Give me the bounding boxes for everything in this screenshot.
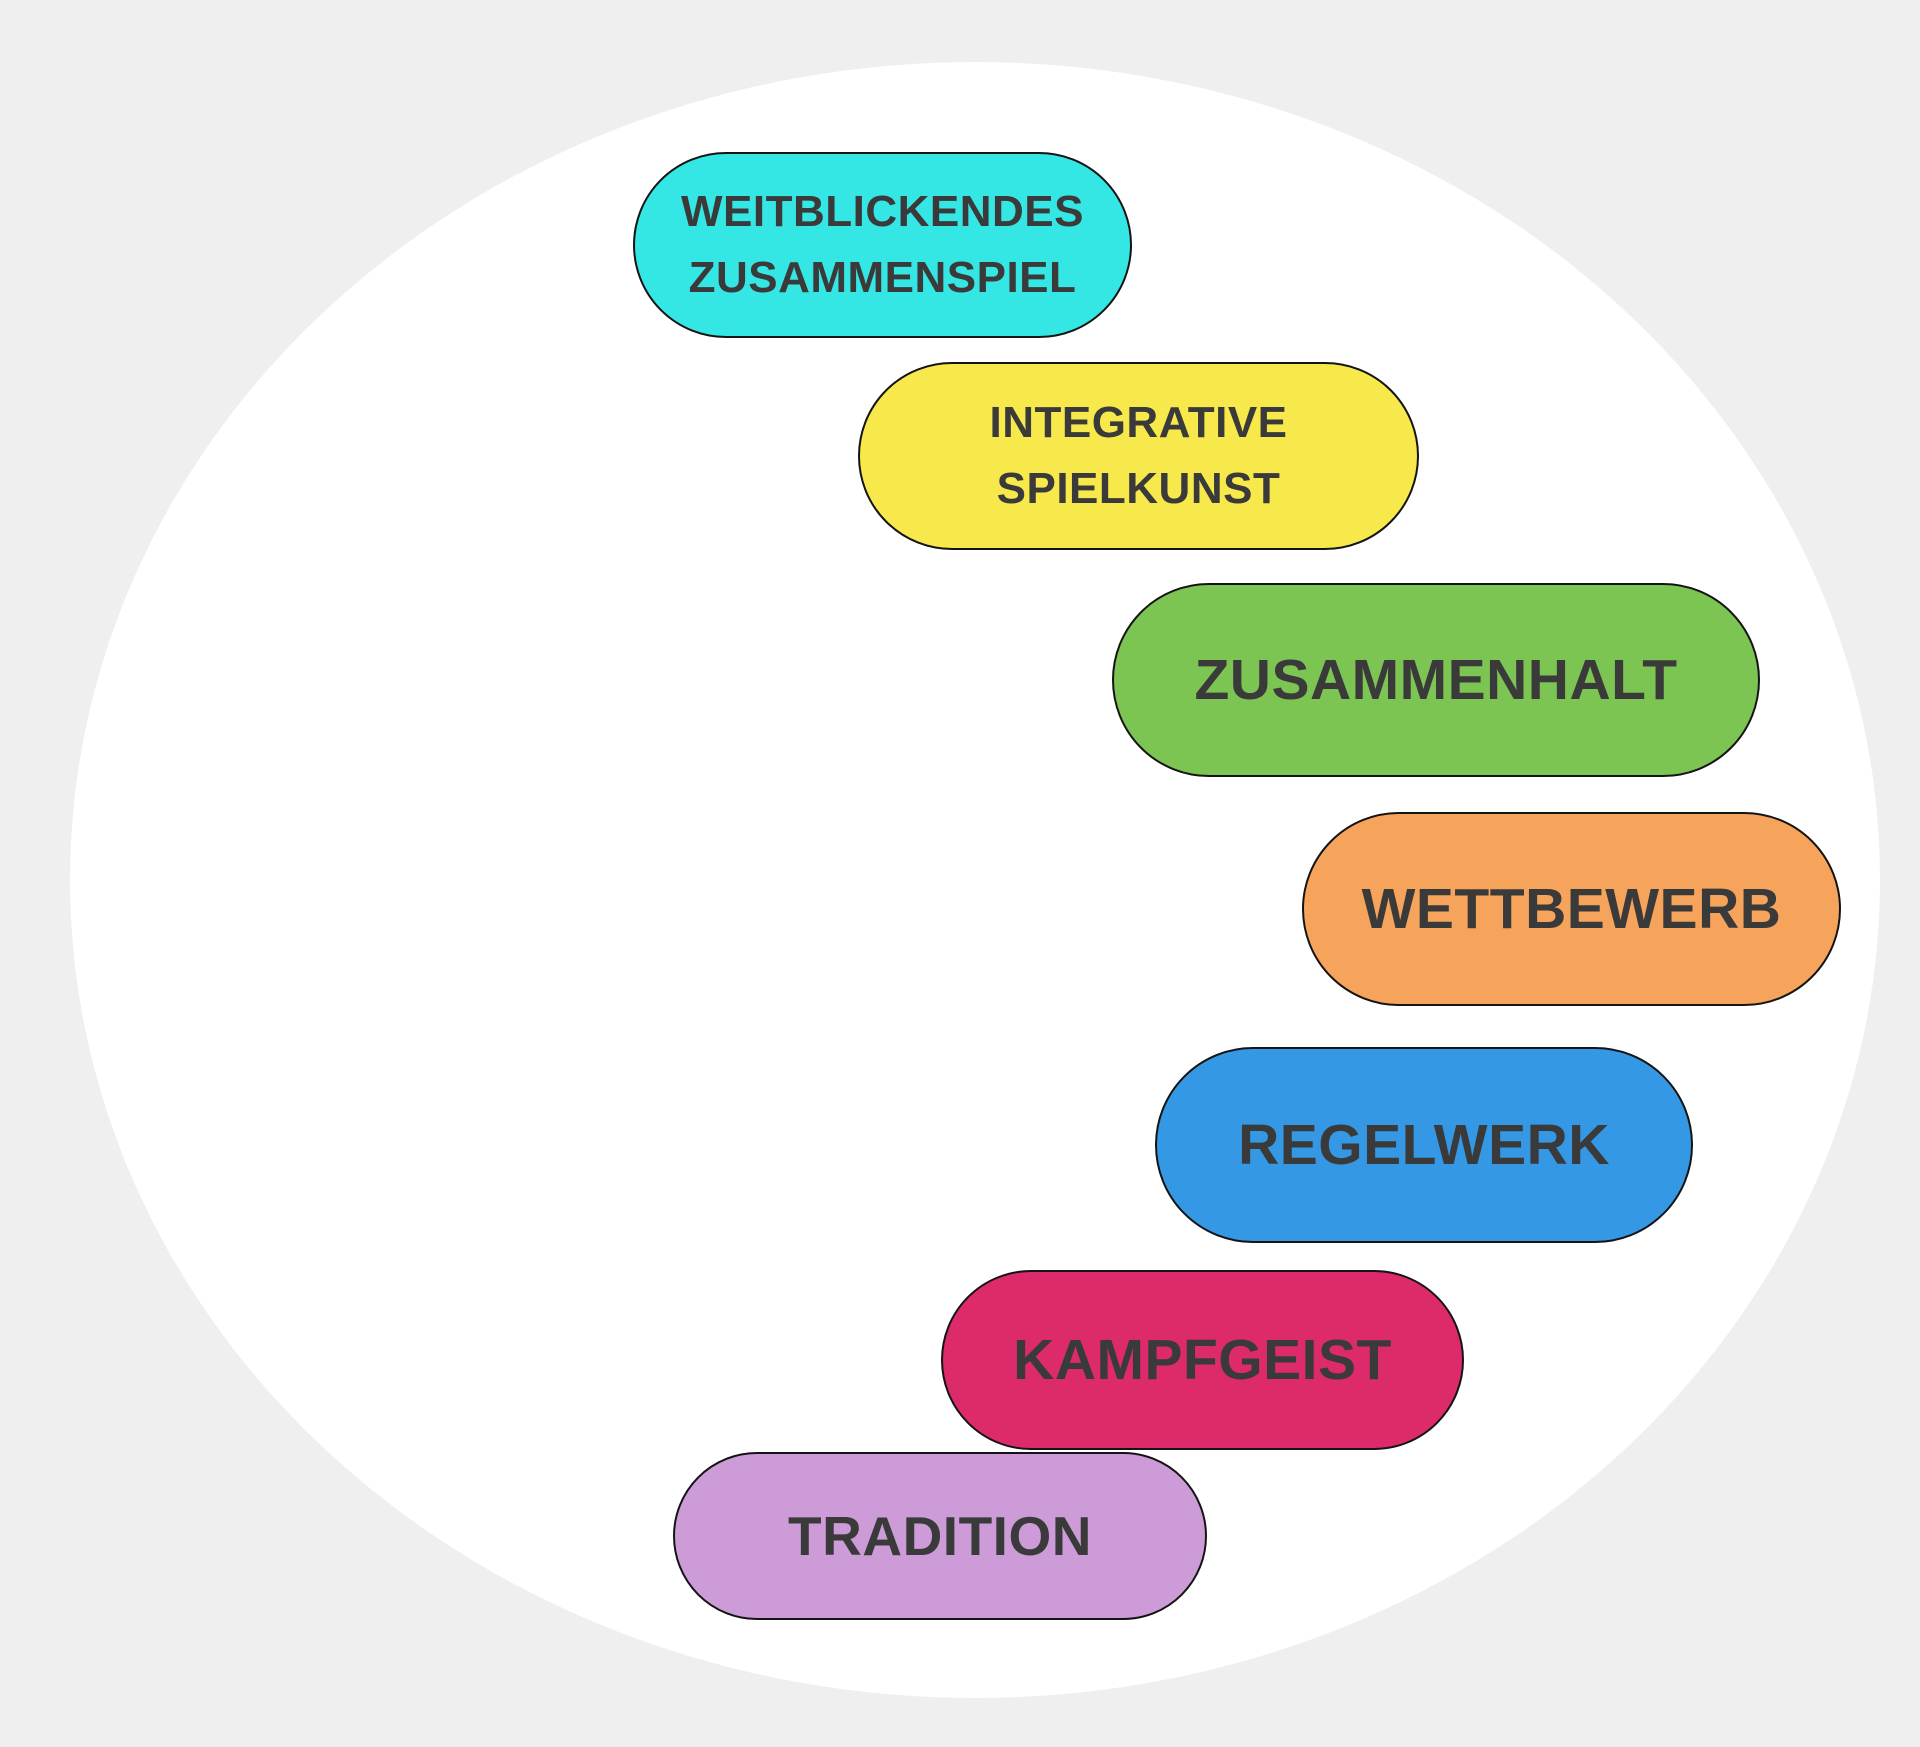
pill-regelwerk: REGELWERK — [1155, 1047, 1693, 1243]
pill-integrative-spielkunst: INTEGRATIVE SPIELKUNST — [858, 362, 1419, 550]
pill-zusammenhalt: ZUSAMMENHALT — [1112, 583, 1760, 777]
pill-kampfgeist: KAMPFGEIST — [941, 1270, 1464, 1450]
pill-wettbewerb: WETTBEWERB — [1302, 812, 1841, 1006]
pill-tradition: TRADITION — [673, 1452, 1207, 1620]
pill-weitblickendes-zusammenspiel: WEITBLICKENDES ZUSAMMENSPIEL — [633, 152, 1132, 338]
